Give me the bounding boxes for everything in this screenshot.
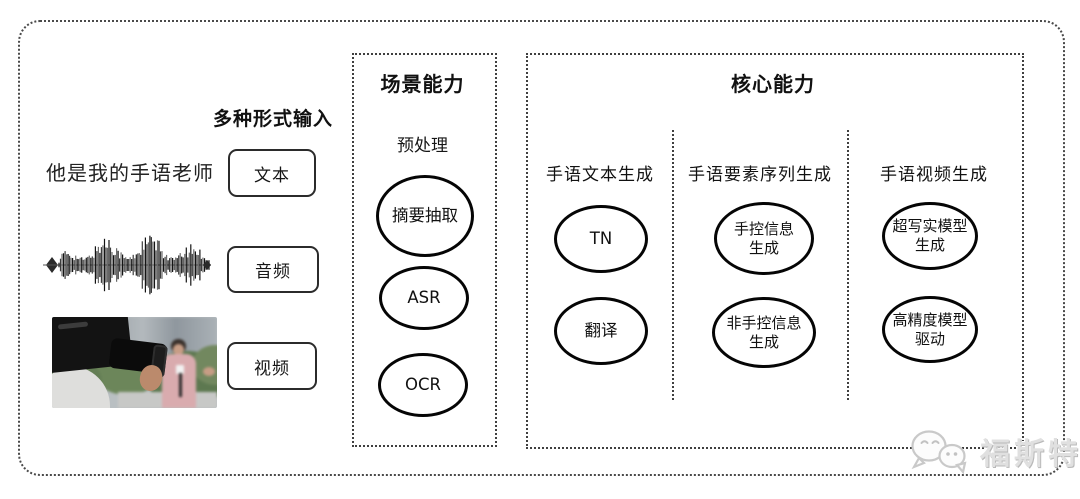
video-input-photo [52,317,217,408]
core-box-title: 核心能力 [731,72,815,96]
audio-waveform [43,229,211,301]
node-hyperrealistic-model-generation: 超写实模型 生成 [882,202,978,270]
microphone [179,373,182,397]
column-header-sign-elements: 手语要素序列生成 [688,165,832,185]
reporter-face [173,344,184,355]
node-non-manual-info-generation: 非手控信息 生成 [712,297,816,368]
input-text-example: 他是我的手语老师 [46,161,214,185]
microphone-flag [176,365,184,374]
watermark: 福斯特 [906,427,1080,475]
column-header-sign-text: 手语文本生成 [546,165,654,185]
scene-box-title: 场景能力 [380,72,465,96]
column-divider-1 [672,130,674,400]
input-type-video: 视频 [227,342,317,390]
input-section-title: 多种形式输入 [213,108,334,130]
node-translation: 翻译 [554,297,648,365]
node-manual-info-generation: 手控信息 生成 [714,202,814,275]
outer-dotted-border [18,20,1065,476]
node-tn: TN [554,205,648,273]
input-type-text: 文本 [228,149,316,197]
input-type-audio: 音频 [227,246,319,293]
node-ocr: OCR [378,353,468,417]
scene-box-subtitle: 预处理 [397,136,448,156]
reporter-hand [203,367,215,376]
column-header-sign-video: 手语视频生成 [880,165,988,185]
watermark-text: 福斯特 [980,437,1080,472]
column-divider-2 [847,130,849,400]
node-asr: ASR [379,266,469,330]
scene-capability-box [352,53,497,447]
wechat-logo-icon [911,430,967,475]
core-capability-box [526,53,1024,449]
node-summary-extraction: 摘要抽取 [376,175,474,257]
node-high-precision-model-driving: 高精度模型 驱动 [882,296,978,363]
